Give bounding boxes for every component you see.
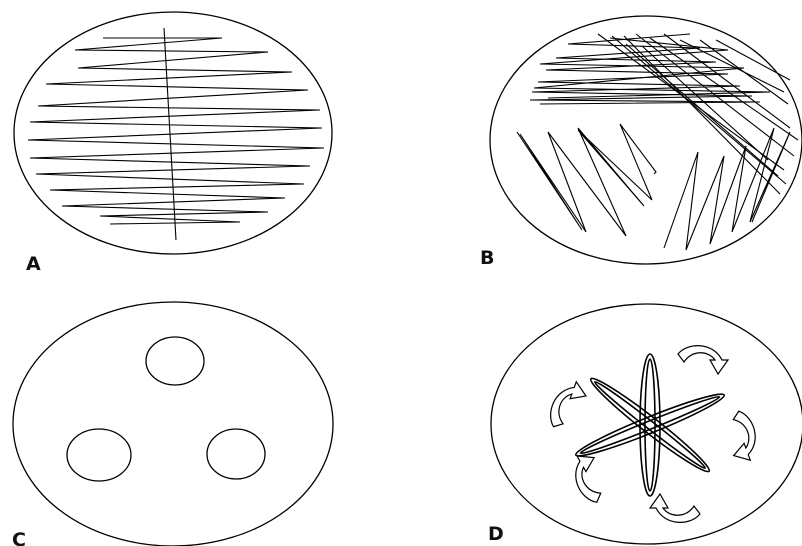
petri-dish-d [491, 304, 802, 544]
colony-spot-right [207, 429, 265, 479]
petri-dish-a [14, 12, 332, 254]
panel-a: A [14, 12, 332, 275]
panel-label-b: B [480, 247, 494, 269]
petri-dish-b [490, 16, 802, 264]
colony-spot-top [146, 337, 204, 385]
panel-d: D [488, 304, 802, 545]
panel-label-c: C [12, 529, 26, 546]
colony-spot-left [67, 429, 131, 481]
panel-label-d: D [488, 523, 504, 545]
panel-label-a: A [26, 253, 41, 275]
panel-c: C [12, 302, 333, 546]
panel-b: B [480, 16, 802, 269]
